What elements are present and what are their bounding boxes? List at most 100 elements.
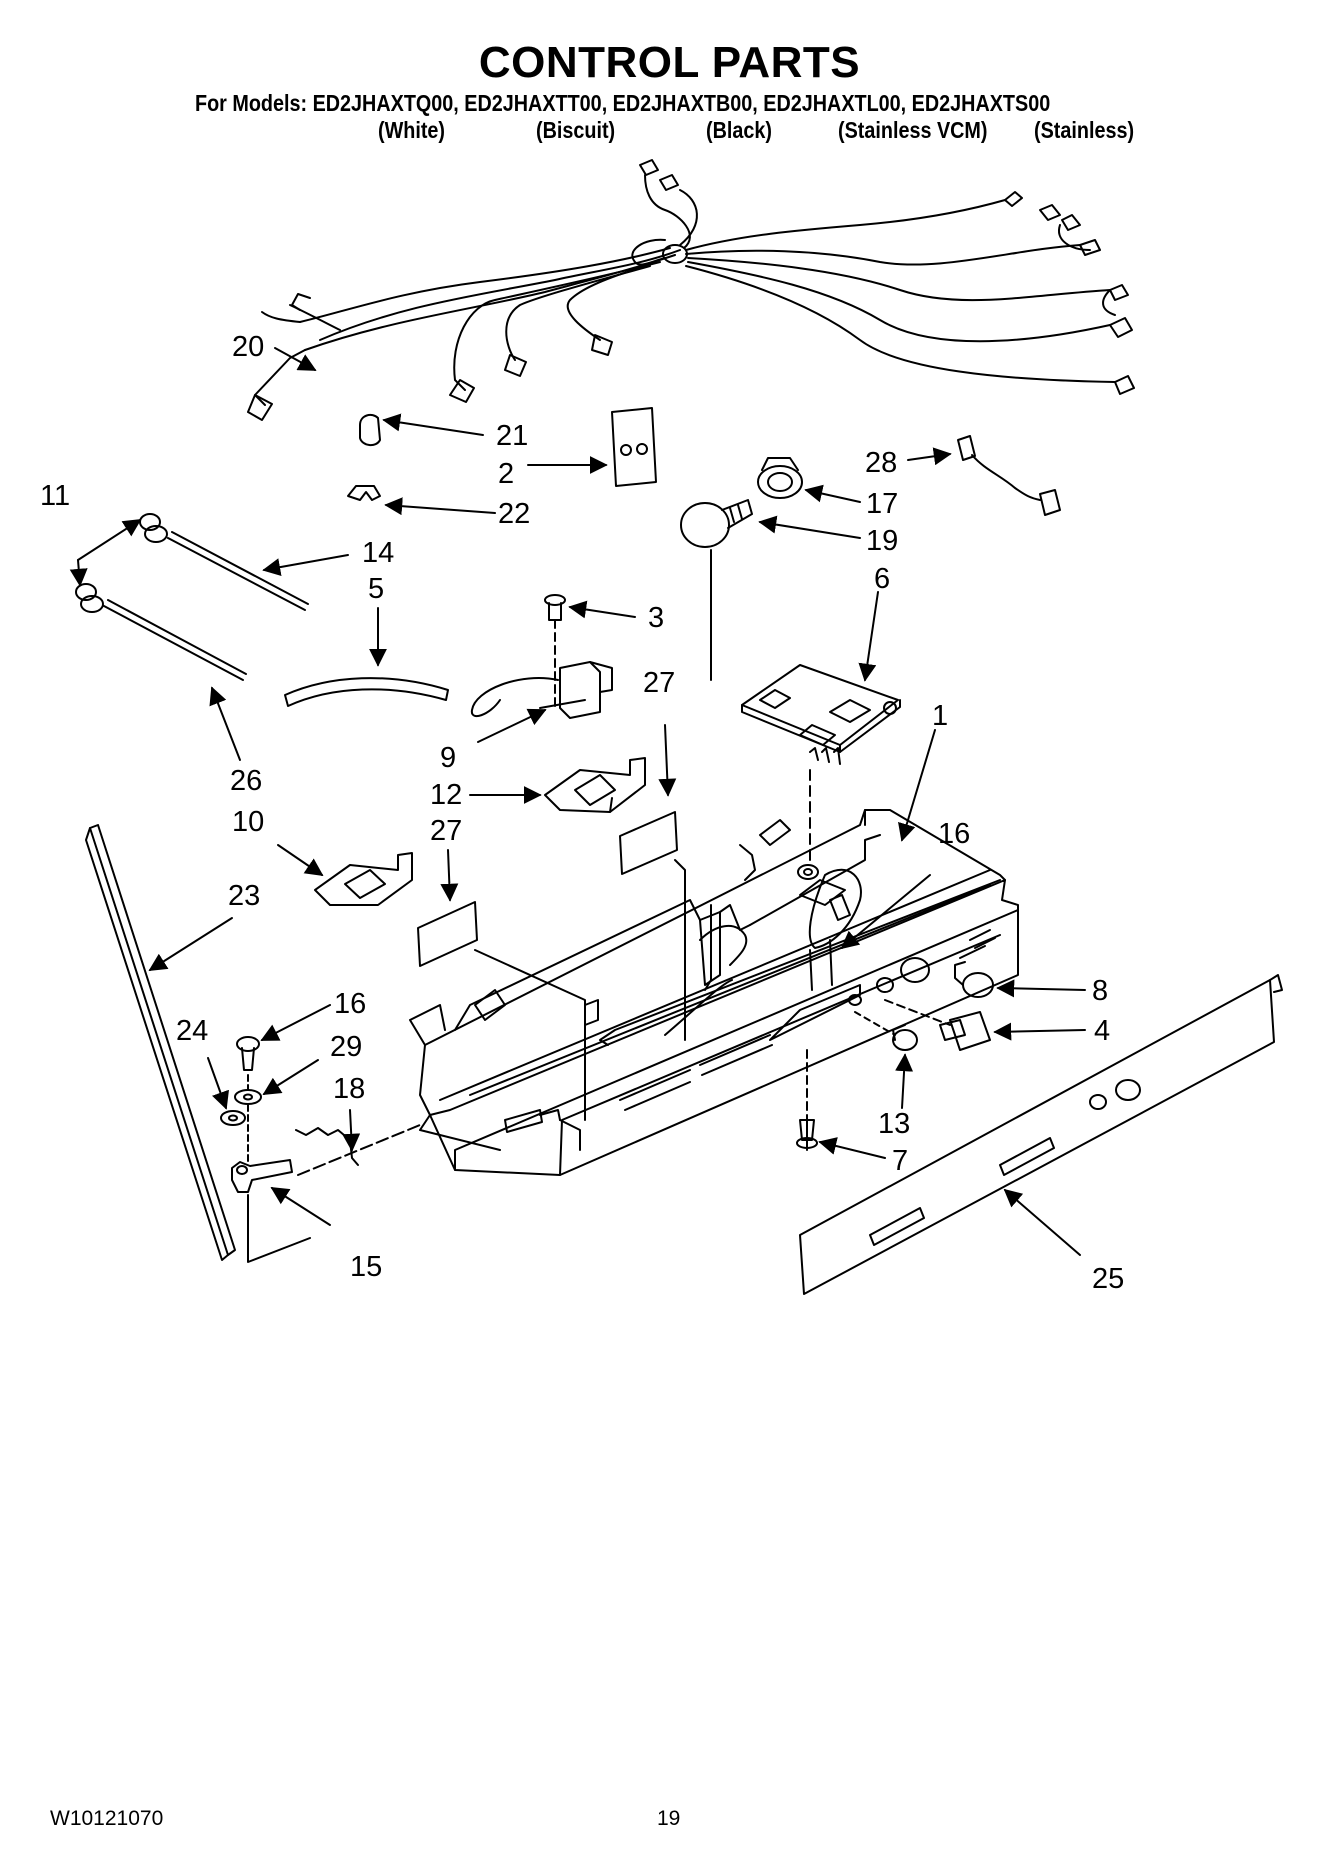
leader-1 bbox=[898, 729, 936, 842]
callout-29: 29 bbox=[330, 1031, 362, 1063]
callout-9: 9 bbox=[440, 742, 456, 774]
color-white: (White) bbox=[378, 117, 446, 143]
leader-18 bbox=[342, 1109, 361, 1152]
leader-7 bbox=[818, 1137, 886, 1159]
callout-6: 6 bbox=[874, 563, 890, 595]
leader-16-right bbox=[840, 874, 931, 950]
callout-23: 23 bbox=[228, 880, 260, 912]
guide-line-27a bbox=[674, 859, 686, 1041]
part-19-bulb bbox=[680, 499, 753, 548]
page-number: 19 bbox=[657, 1807, 681, 1830]
part-4-switch bbox=[884, 999, 991, 1051]
leader-28 bbox=[907, 447, 952, 466]
part-3-screw bbox=[544, 594, 566, 711]
callout-7: 7 bbox=[892, 1145, 908, 1177]
part-2-plate bbox=[611, 407, 657, 487]
callout-2: 2 bbox=[498, 458, 514, 490]
part-26-rod bbox=[103, 599, 247, 681]
callout-4: 4 bbox=[1094, 1015, 1110, 1047]
callout-11: 11 bbox=[40, 480, 70, 512]
part-5-tube bbox=[284, 677, 449, 707]
part-9-control bbox=[470, 661, 613, 719]
part-23-side-rail bbox=[85, 824, 236, 1261]
callout-19: 19 bbox=[866, 525, 898, 557]
callout-27-mid: 27 bbox=[430, 815, 462, 847]
bracket-mount-line bbox=[297, 1124, 421, 1176]
leader-21 bbox=[382, 413, 484, 436]
part-21-clip bbox=[359, 413, 381, 446]
callout-22: 22 bbox=[498, 498, 530, 530]
part-13-button bbox=[854, 1011, 918, 1051]
part-7-screw bbox=[796, 1049, 818, 1151]
callout-16-left: 16 bbox=[334, 988, 366, 1020]
part-14-rod bbox=[167, 531, 309, 611]
callout-21: 21 bbox=[496, 420, 528, 452]
part-16-screw-right bbox=[797, 864, 862, 949]
leader-8 bbox=[996, 979, 1086, 998]
part-8-plug bbox=[954, 961, 994, 998]
leader-23 bbox=[148, 917, 233, 971]
callout-1: 1 bbox=[932, 700, 948, 732]
leader-14 bbox=[262, 554, 349, 577]
leader-25 bbox=[1003, 1188, 1081, 1256]
callout-16-right: 16 bbox=[938, 818, 970, 850]
wire-harness bbox=[247, 159, 1135, 421]
part-22-clip bbox=[347, 485, 381, 501]
models-line: For Models: ED2JHAXTQ00, ED2JHAXTT00, ED… bbox=[195, 90, 1051, 116]
color-stainless-vcm: (Stainless VCM) bbox=[838, 117, 988, 143]
leader-17 bbox=[804, 484, 861, 503]
part-25-trim-panel bbox=[799, 974, 1283, 1295]
callout-27-top: 27 bbox=[643, 667, 675, 699]
page-title: CONTROL PARTS bbox=[478, 38, 861, 87]
part-28-harness bbox=[957, 435, 1061, 516]
callout-13: 13 bbox=[878, 1108, 910, 1140]
leader-15 bbox=[270, 1187, 331, 1226]
part-24-washer bbox=[220, 1110, 246, 1126]
leader-27b bbox=[440, 849, 459, 902]
color-black: (Black) bbox=[706, 117, 772, 143]
callout-3: 3 bbox=[648, 602, 664, 634]
callout-18: 18 bbox=[333, 1073, 365, 1105]
callout-14: 14 bbox=[362, 537, 394, 569]
leader-11a bbox=[77, 519, 142, 561]
leader-19 bbox=[758, 515, 861, 539]
left-edge-line bbox=[247, 1194, 311, 1263]
document-number: W10121070 bbox=[50, 1807, 164, 1830]
callout-20: 20 bbox=[232, 331, 264, 363]
part-29-washer bbox=[234, 1089, 262, 1105]
leader-11b bbox=[69, 559, 88, 587]
part-15-bracket bbox=[231, 1159, 293, 1193]
color-stainless: (Stainless) bbox=[1034, 117, 1135, 143]
leader-26 bbox=[209, 686, 241, 761]
callout-12: 12 bbox=[430, 779, 462, 811]
leader-20 bbox=[274, 347, 317, 371]
leader-3 bbox=[568, 600, 636, 619]
part-6-control-board bbox=[741, 664, 901, 765]
callout-8: 8 bbox=[1092, 975, 1108, 1007]
part-17-lamp-socket bbox=[757, 457, 803, 499]
leader-24 bbox=[207, 1057, 229, 1110]
part-1-control-housing bbox=[409, 809, 1019, 1176]
part-12-bracket bbox=[544, 757, 646, 813]
callout-25: 25 bbox=[1092, 1263, 1124, 1295]
callout-26: 26 bbox=[230, 765, 262, 797]
callout-24: 24 bbox=[176, 1015, 208, 1047]
leader-29 bbox=[262, 1059, 319, 1095]
callout-28: 28 bbox=[865, 447, 897, 479]
leader-9 bbox=[477, 708, 547, 743]
leader-4 bbox=[993, 1022, 1086, 1041]
guide-line-19-lower bbox=[704, 904, 712, 991]
part-11-nuts bbox=[75, 513, 168, 613]
part-18-spring bbox=[295, 1127, 359, 1166]
callout-15: 15 bbox=[350, 1251, 382, 1283]
part-27-label-b bbox=[417, 901, 478, 967]
part-27-label-a bbox=[619, 811, 678, 875]
part-16-screw-left bbox=[236, 1036, 260, 1071]
part-10-bracket bbox=[314, 852, 413, 906]
guide-line-27b bbox=[474, 949, 586, 1121]
leader-13 bbox=[895, 1053, 914, 1109]
callout-10: 10 bbox=[232, 806, 264, 838]
color-biscuit: (Biscuit) bbox=[536, 117, 616, 143]
callout-5: 5 bbox=[368, 573, 384, 605]
